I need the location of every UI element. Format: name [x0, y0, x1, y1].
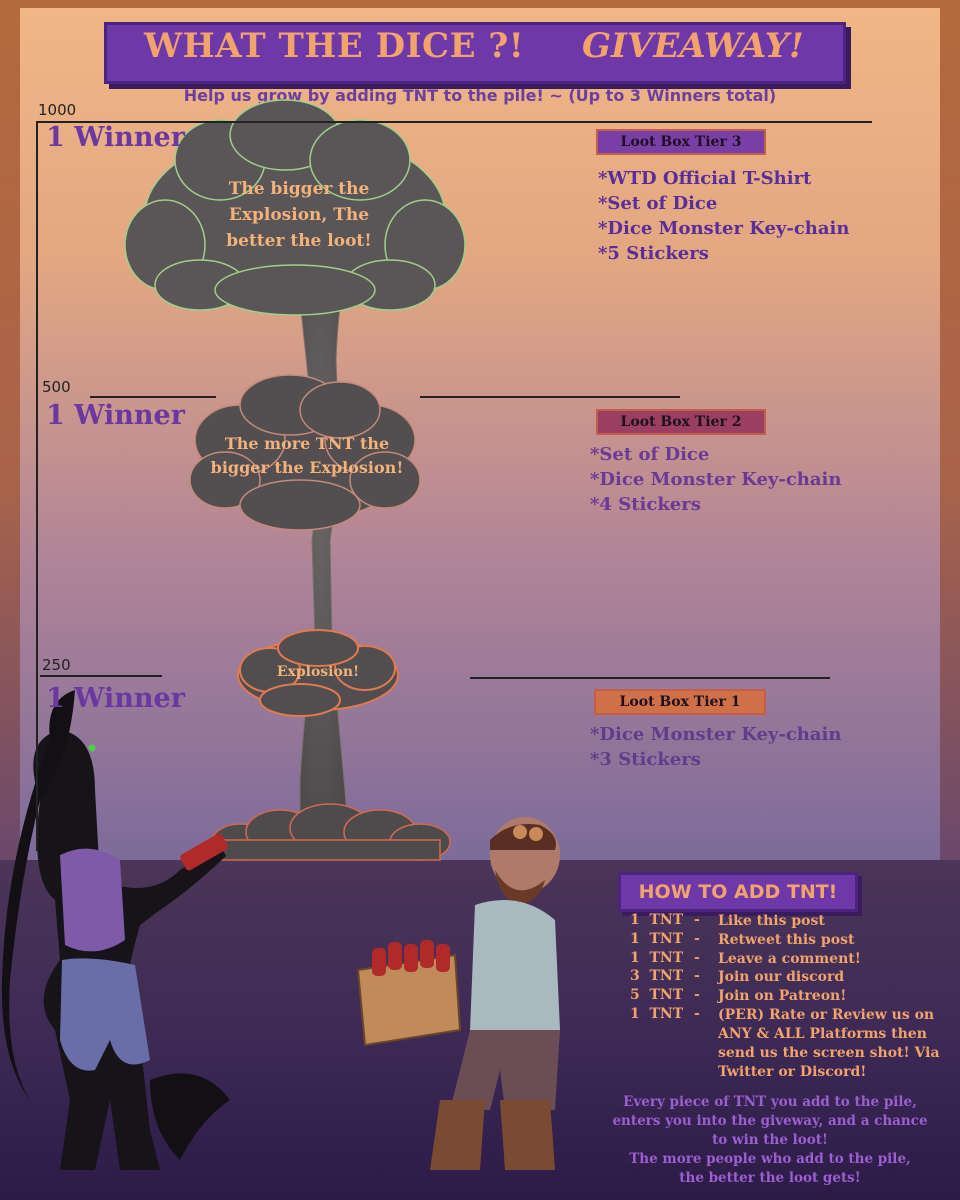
- prize-item: *4 Stickers: [590, 494, 701, 515]
- left-character: [1, 690, 230, 1170]
- footer-line: Every piece of TNT you add to the pile,: [623, 1094, 917, 1110]
- tnt-action: Retweet this post: [718, 932, 855, 948]
- level-line-250-left: [40, 675, 162, 677]
- tnt-amount: 5 TNT: [630, 987, 684, 1003]
- prize-item: *Dice Monster Key-chain: [590, 469, 842, 490]
- tnt-dash: -: [694, 968, 700, 984]
- prize-item: *WTD Official T-Shirt: [598, 168, 812, 189]
- loot-box-tier-2: Loot Box Tier 2: [596, 409, 766, 435]
- threshold-250: 250: [42, 656, 71, 674]
- level-line-1000: [36, 121, 872, 123]
- loot-box-tier-1: Loot Box Tier 1: [594, 689, 766, 715]
- winner-label-tier-2: 1 Winner: [46, 400, 185, 431]
- tnt-amount: 1 TNT: [630, 1006, 684, 1022]
- tnt-action: Like this post: [718, 913, 825, 929]
- poster-panel: [20, 8, 940, 860]
- tnt-dash: -: [694, 931, 700, 947]
- prize-item: *Set of Dice: [590, 444, 710, 465]
- prize-item: *Set of Dice: [598, 193, 718, 214]
- tnt-amount: 1 TNT: [630, 912, 684, 928]
- explosion-cloud-tier-3: [124, 99, 466, 316]
- how-to-title: HOW TO ADD TNT!: [618, 872, 858, 912]
- smoke-base-cloud: [211, 803, 451, 861]
- prize-list-tier-3: *WTD Official T-Shirt *Set of Dice *Dice…: [598, 166, 849, 266]
- footer-note: Every piece of TNT you add to the pile, …: [590, 1093, 950, 1188]
- cloud-text-tier-1: Explosion!: [276, 664, 360, 680]
- loot-box-tier-3: Loot Box Tier 3: [596, 129, 766, 155]
- threshold-1000: 1000: [38, 101, 77, 119]
- tnt-dash: -: [694, 1006, 700, 1022]
- footer-line: the better the loot gets!: [679, 1170, 861, 1186]
- footer-line: enters you into the giveway, and a chanc…: [612, 1113, 928, 1129]
- tnt-dash: -: [694, 912, 700, 928]
- level-line-250-right: [470, 677, 830, 679]
- prize-item: *Dice Monster Key-chain: [598, 218, 850, 239]
- tnt-amount: 3 TNT: [630, 968, 684, 984]
- footer-line: to win the loot!: [712, 1132, 828, 1148]
- winner-label-tier-3: 1 Winner: [46, 122, 185, 153]
- tnt-dash: -: [694, 950, 700, 966]
- giveaway-title: GIVEAWAY!: [582, 26, 804, 66]
- prize-item: *3 Stickers: [590, 749, 701, 770]
- tnt-action: Leave a comment!: [718, 951, 861, 967]
- tnt-dash: -: [694, 987, 700, 1003]
- subtitle: Help us grow by adding TNT to the pile! …: [183, 86, 777, 105]
- explosion-cloud-tier-1: [237, 629, 399, 717]
- cloud-text-tier-2: The more TNT the bigger the Explosion!: [210, 434, 404, 477]
- prize-item: *Dice Monster Key-chain: [590, 724, 842, 745]
- prize-list-tier-2: *Set of Dice *Dice Monster Key-chain *4 …: [590, 442, 841, 517]
- threshold-500: 500: [42, 378, 71, 396]
- winner-label-tier-1: 1 Winner: [46, 683, 185, 714]
- explosion-cloud-tier-2: [189, 374, 421, 531]
- right-character: [356, 817, 560, 1170]
- page-title: WHAT THE DICE ?!: [144, 26, 525, 66]
- tnt-action: Join on Patreon!: [718, 988, 847, 1004]
- progress-axis: [36, 121, 38, 851]
- smoke-stem: [289, 249, 351, 861]
- prize-list-tier-1: *Dice Monster Key-chain *3 Stickers: [590, 722, 841, 772]
- tnt-action: (PER) Rate or Review us on ANY & ALL Pla…: [718, 1007, 940, 1080]
- tnt-amount: 1 TNT: [630, 931, 684, 947]
- title-banner: [104, 22, 846, 84]
- footer-line: The more people who add to the pile,: [629, 1151, 911, 1167]
- cloud-text-tier-3: The bigger the Explosion, The better the…: [226, 179, 372, 251]
- level-line-500-left: [90, 396, 216, 398]
- tnt-action: Join our discord: [718, 969, 845, 985]
- prize-item: *5 Stickers: [598, 243, 709, 264]
- level-line-500-right: [420, 396, 680, 398]
- tnt-amount: 1 TNT: [630, 950, 684, 966]
